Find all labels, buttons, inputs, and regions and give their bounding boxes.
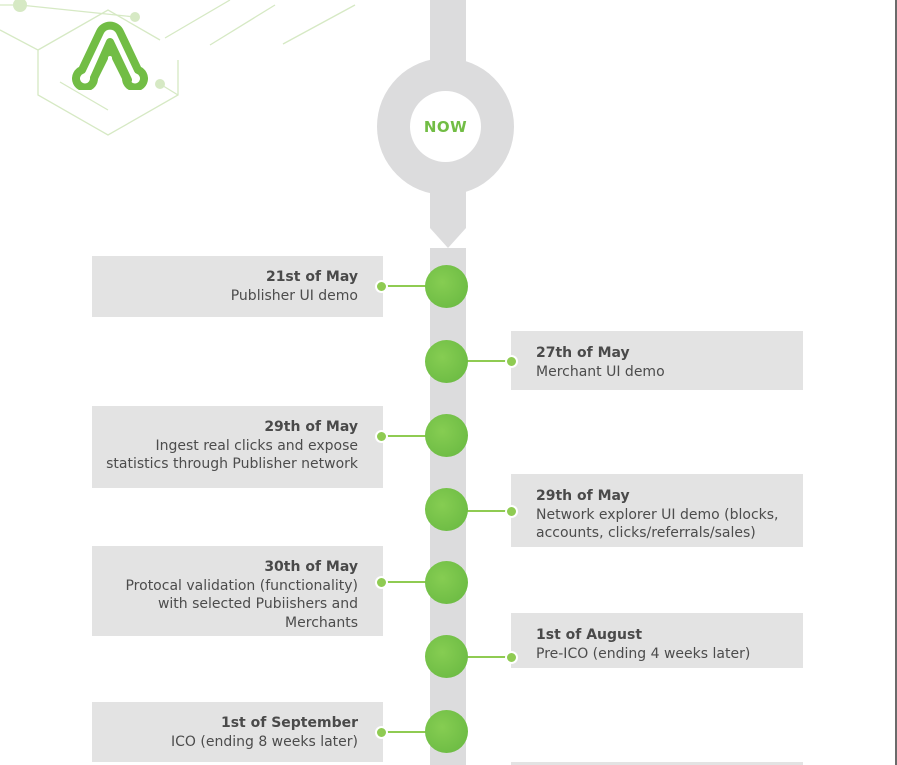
connector-dot <box>375 430 388 443</box>
connector-dot <box>505 355 518 368</box>
adbank-logo-icon <box>72 21 148 90</box>
page-edge <box>895 0 897 765</box>
now-marker: NOW <box>410 91 481 162</box>
event-connector <box>466 360 512 362</box>
timeline-node <box>425 265 468 308</box>
timeline-event-card: 1st of September ICO (ending 8 weeks lat… <box>92 702 383 762</box>
event-description: Ingest real clicks and expose statistics… <box>106 437 358 473</box>
event-date: 29th of May <box>264 419 358 435</box>
connector-dot <box>375 576 388 589</box>
now-pointer-arrow <box>430 228 466 248</box>
timeline-event-card: 29th of May Ingest real clicks and expos… <box>92 406 383 488</box>
timeline-event-card: 1st of August Pre-ICO (ending 4 weeks la… <box>511 613 803 668</box>
event-description: Pre-ICO (ending 4 weeks later) <box>536 645 751 662</box>
timeline-node <box>425 340 468 383</box>
timeline-event-card: 21st of May Publisher UI demo <box>92 256 383 317</box>
event-connector <box>382 435 428 437</box>
timeline-node <box>425 710 468 753</box>
timeline-event-card: 30th of May Protocal validation (functio… <box>92 546 383 636</box>
connector-dot <box>375 726 388 739</box>
event-description: Network explorer UI demo (blocks, accoun… <box>536 506 779 542</box>
event-date: 27th of May <box>536 345 630 361</box>
event-connector <box>466 510 512 512</box>
timeline-event-card-partial <box>511 762 803 765</box>
event-date: 21st of May <box>265 269 358 285</box>
timeline-node <box>425 488 468 531</box>
now-label: NOW <box>423 117 468 136</box>
connector-dot <box>375 280 388 293</box>
connector-dot <box>505 505 518 518</box>
hexagon-network-decoration <box>0 0 356 136</box>
event-date: 1st of August <box>536 627 643 643</box>
timeline-node <box>425 414 468 457</box>
event-connector <box>382 731 428 733</box>
timeline-node <box>425 561 468 604</box>
timeline-event-card: 27th of May Merchant UI demo <box>511 331 803 390</box>
event-description: Protocal validation (functionality) with… <box>125 577 358 631</box>
timeline-event-card: 29th of May Network explorer UI demo (bl… <box>511 474 803 547</box>
event-connector <box>382 581 428 583</box>
event-date: 30th of May <box>264 559 358 575</box>
connector-dot <box>505 651 518 664</box>
event-date: 29th of May <box>536 488 630 504</box>
event-description: ICO (ending 8 weeks later) <box>171 733 358 750</box>
event-description: Publisher UI demo <box>230 287 358 304</box>
event-date: 1st of September <box>220 715 358 731</box>
timeline-node <box>425 635 468 678</box>
event-connector <box>466 656 512 658</box>
event-connector <box>382 285 428 287</box>
event-description: Merchant UI demo <box>536 363 665 380</box>
